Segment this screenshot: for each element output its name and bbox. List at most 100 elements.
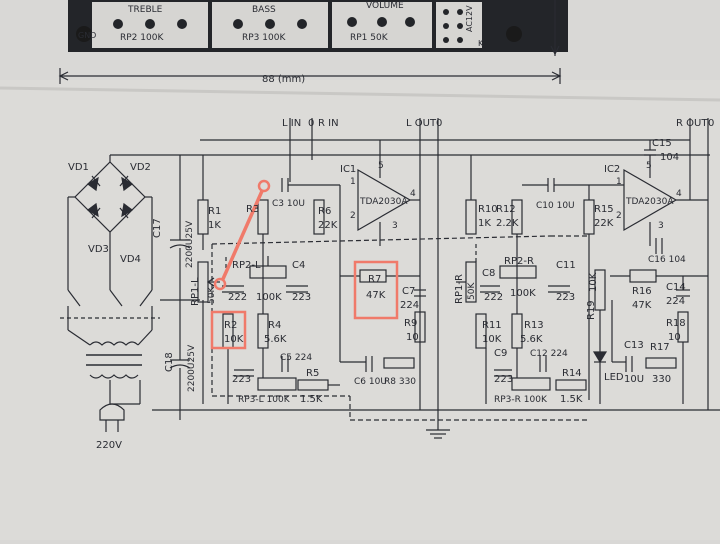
right-channel <box>456 140 708 411</box>
r-in-label: R IN <box>318 118 339 129</box>
c8-label: C8 <box>482 268 495 279</box>
c3-label: C3 10U <box>272 199 305 209</box>
vd3-label: VD3 <box>88 244 109 255</box>
c13-label: C13 <box>624 340 644 351</box>
ic1-pin5: 5 <box>378 161 384 171</box>
transformer <box>67 329 153 432</box>
rp2-l-label: RP2-L <box>232 260 261 271</box>
r14-value: 1.5K <box>560 394 583 405</box>
vd1-label: VD1 <box>68 162 89 173</box>
dimension-label: 88 (mm) <box>262 74 305 85</box>
r9-value: 10 <box>406 332 419 343</box>
c12-label: C12 224 <box>530 349 568 359</box>
c2-value: 223 <box>232 374 251 385</box>
r8-label: R8 330 <box>384 377 416 387</box>
highlight-box-r2 <box>210 310 247 350</box>
r4-label: R4 <box>268 320 281 331</box>
rp2-r-value: 100K <box>510 288 536 299</box>
c11-value: 223 <box>556 292 575 303</box>
r12-value: 2.2K <box>496 218 519 229</box>
r7-label: R7 <box>368 274 381 285</box>
vd4-label: VD4 <box>120 254 141 265</box>
l-in-label: L IN <box>282 118 301 129</box>
terminal-0-label: 0 <box>436 118 442 129</box>
r1-value: 1K <box>208 220 221 231</box>
c9-label: C9 <box>494 348 507 359</box>
ic1-pin4: 4 <box>410 189 416 199</box>
r15-label: R15 <box>594 204 614 215</box>
r17-value: 330 <box>652 374 671 385</box>
c4-label: C4 <box>292 260 305 271</box>
board-bass-label: BASS <box>252 5 276 15</box>
highlight-line <box>221 190 264 280</box>
ic2-part-label: TDA2030A <box>625 197 674 207</box>
c15-label: C15 <box>652 138 672 149</box>
rp1-l-value: 50K <box>207 286 217 304</box>
r3-label: R3 <box>246 204 259 215</box>
r2-label: R2 <box>224 320 237 331</box>
r16-value: 47K <box>632 300 652 311</box>
ic2-pin1: 1 <box>616 177 622 187</box>
c1-value: 222 <box>228 292 247 303</box>
r13-value: 5.6K <box>520 334 543 345</box>
dimension-line <box>58 0 562 84</box>
ic1-part-label: TDA2030A <box>359 197 408 207</box>
c14-label: C14 <box>666 282 686 293</box>
r11-label: R11 <box>482 320 502 331</box>
pcb-board <box>68 0 568 52</box>
r6-value: 22K <box>318 220 338 231</box>
ic2-pin5: 5 <box>646 161 652 171</box>
r12-label: R12 <box>496 204 516 215</box>
r14-label: R14 <box>562 368 582 379</box>
board-rp3-label: RP3 100K <box>242 33 286 43</box>
rp2-r-label: RP2-R <box>504 256 534 267</box>
ic2-label: IC2 <box>604 164 620 175</box>
r19-label: R19 <box>586 300 597 320</box>
rp1-l-label: RP1-L <box>190 277 201 306</box>
r16-label: R16 <box>632 286 652 297</box>
c16-label: C16 104 <box>648 255 686 265</box>
ic1-pin3: 3 <box>392 221 398 231</box>
r4-value: 5.6K <box>264 334 287 345</box>
r10-value: 1K <box>478 218 491 229</box>
c9-value: 223 <box>494 374 513 385</box>
c4-value: 223 <box>292 292 311 303</box>
rp1-r-label: RP1-R <box>454 274 465 304</box>
c10-label: C10 10U <box>536 201 575 211</box>
r18-value: 10 <box>668 332 681 343</box>
c7-label: C7 <box>402 286 415 297</box>
c13-value: 10U <box>624 374 644 385</box>
rp1-r-value: 50K <box>467 282 477 300</box>
ic2-pin2: 2 <box>616 211 622 221</box>
c7-value: 224 <box>400 300 419 311</box>
c5-label: C5 224 <box>280 353 312 363</box>
r9-label: R9 <box>404 318 417 329</box>
c6-label: C6 10U <box>354 377 387 387</box>
left-channel <box>197 140 590 421</box>
highlight-box-r7 <box>353 260 399 320</box>
labels: TREBLE BASS VOLUME GND RP2 100K RP3 100K… <box>68 1 714 451</box>
rp3-l-label: RP3-L 100K <box>238 395 291 405</box>
r2-value: 10K <box>224 334 244 345</box>
ic1-pin1: 1 <box>350 177 356 187</box>
led-label: LED <box>604 372 624 383</box>
board-treble-label: TREBLE <box>127 5 163 15</box>
power-switch <box>60 262 160 330</box>
r15-value: 22K <box>594 218 614 229</box>
r11-value: 10K <box>482 334 502 345</box>
r7-value: 47K <box>366 290 386 301</box>
board-volume-label: VOLUME <box>366 1 404 11</box>
board-rp1-label: RP1 50K <box>350 33 389 43</box>
rp3-r-label: RP3-R 100K <box>494 395 548 405</box>
supply-caps <box>152 155 720 420</box>
r-out-label: R OUT <box>676 118 708 129</box>
highlight-annotations <box>210 179 399 350</box>
r5-label: R5 <box>306 368 319 379</box>
ic2-pin4: 4 <box>676 189 682 199</box>
r19-value: 10K <box>588 272 599 292</box>
c15-value: 104 <box>660 152 679 163</box>
board-k-label: K <box>478 39 484 48</box>
board-ac12v-label: AC12V <box>465 5 474 32</box>
ic1-label: IC1 <box>340 164 356 175</box>
bridge-rectifier <box>67 154 180 275</box>
